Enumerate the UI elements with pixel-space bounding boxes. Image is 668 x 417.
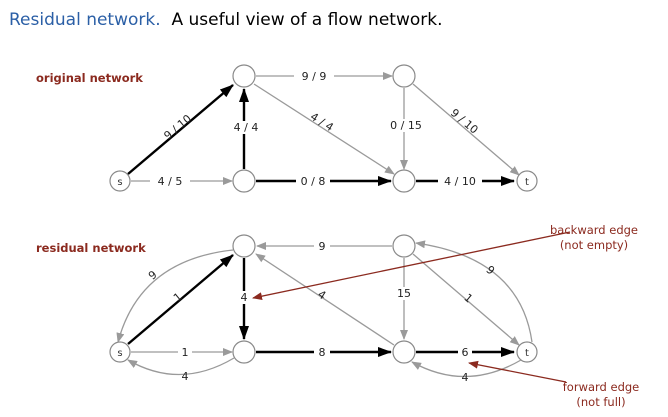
res-node-s-label: s (117, 348, 122, 359)
residual-network: 9 1 4 8 6 4 4 15 9 1 4 1 9 s t (109, 231, 571, 384)
orig-label-bg-d-t (438, 175, 482, 188)
backward-edge-annotation-line1: backward edge (549, 223, 638, 237)
res-label-a-s: 9 (146, 268, 160, 282)
res-edge-d-a (255, 253, 395, 346)
orig-label-bg-a-b (294, 70, 334, 83)
res-label-c-s: 4 (182, 370, 189, 383)
res-label-b-a: 9 (319, 240, 326, 253)
res-label-c-d: 8 (319, 346, 326, 359)
residual-network-label: residual network (36, 241, 146, 255)
orig-node-d (392, 169, 416, 193)
backward-edge-annotation: backward edge (not empty) (544, 223, 644, 253)
original-network: 9 / 9 4 / 5 0 / 8 4 / 10 4 / 4 0 / 15 9 … (109, 64, 538, 193)
orig-node-s (109, 170, 131, 192)
res-label-d-t: 6 (462, 346, 469, 359)
res-node-t (516, 341, 538, 363)
res-edge-t-b (415, 240, 533, 343)
res-label-b-t: 1 (461, 291, 475, 305)
orig-edge-b-t (412, 83, 520, 176)
orig-label-d-t: 4 / 10 (444, 175, 476, 188)
orig-edge-a-d (253, 83, 395, 175)
orig-label-s-c: 4 / 5 (158, 175, 183, 188)
res-label-bg-b-a (314, 240, 330, 253)
orig-label-c-d: 0 / 8 (301, 175, 326, 188)
res-edge-s-a (127, 254, 234, 345)
orig-label-bg-s-c (150, 175, 190, 188)
orig-label-bg-b-d (386, 119, 426, 132)
orig-node-a (232, 64, 256, 88)
orig-label-bg-c-a (229, 121, 263, 134)
res-edge-c-s (127, 357, 235, 376)
res-node-s (109, 341, 131, 363)
res-node-a (232, 234, 256, 258)
orig-node-t (516, 170, 538, 192)
res-edge-a-s (116, 249, 234, 343)
res-edge-t-d (411, 359, 522, 378)
res-label-t-b: 9 (483, 263, 497, 277)
orig-label-s-a: 9 / 10 (161, 112, 194, 142)
res-label-bg-c-d (314, 346, 330, 359)
orig-label-b-t: 9 / 10 (448, 106, 481, 136)
res-label-t-d: 4 (462, 371, 469, 384)
res-label-bg-b-d (394, 287, 414, 300)
orig-node-t-label: t (525, 177, 529, 188)
slide-title: Residual network. A useful view of a flo… (9, 10, 442, 30)
res-label-bg-a-c (237, 291, 251, 304)
res-node-d (392, 340, 416, 364)
backward-edge-annotation-line2: (not empty) (559, 238, 629, 252)
res-edge-b-t (412, 253, 520, 346)
forward-edge-annotation-line1: forward edge (562, 380, 640, 394)
res-label-bg-d-t (458, 346, 472, 359)
forward-edge-annotation-line2: (not full) (576, 395, 626, 409)
res-label-a-c: 4 (241, 291, 248, 304)
orig-label-bg-c-d (296, 175, 330, 188)
original-network-label: original network (36, 71, 143, 85)
res-label-b-d: 15 (397, 287, 411, 300)
res-node-t-label: t (525, 348, 529, 359)
backward-edge-pointer (252, 231, 571, 301)
forward-edge-pointer (468, 360, 567, 383)
forward-edge-annotation: forward edge (not full) (556, 380, 646, 410)
res-label-s-c: 1 (182, 346, 189, 359)
res-node-b (392, 234, 416, 258)
orig-node-s-label: s (117, 177, 122, 188)
orig-label-a-d: 4 / 4 (308, 110, 336, 134)
orig-node-b (392, 64, 416, 88)
orig-edge-s-a (127, 84, 234, 175)
orig-label-c-a: 4 / 4 (234, 121, 259, 134)
orig-node-c (232, 169, 256, 193)
title-highlight: Residual network. (9, 10, 161, 30)
orig-label-a-b: 9 / 9 (302, 70, 327, 83)
res-node-c (232, 340, 256, 364)
orig-label-b-d: 0 / 15 (390, 119, 422, 132)
title-rest: A useful view of a flow network. (171, 10, 443, 30)
res-label-bg-s-c (178, 346, 192, 359)
